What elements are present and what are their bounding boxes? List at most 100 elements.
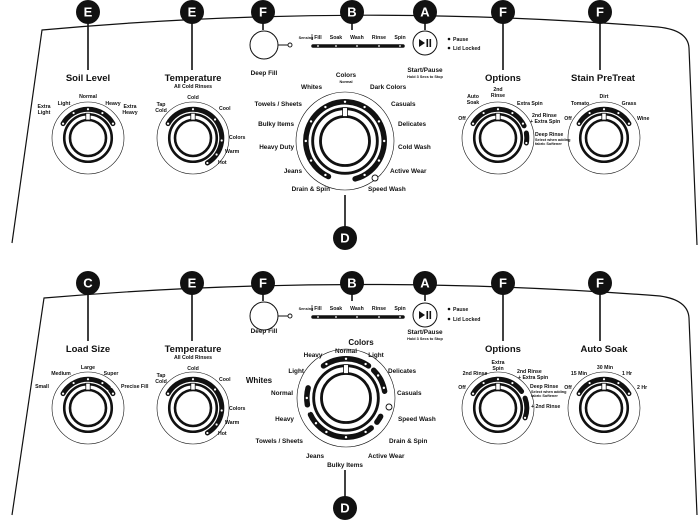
knob-center[interactable] bbox=[478, 118, 518, 158]
status-soak: Soak bbox=[330, 35, 343, 41]
cycle-labels-top: Colors Normal Whites Dark Colors Towels … bbox=[255, 72, 431, 193]
knob-outer-ring bbox=[296, 348, 396, 448]
option-2nd-rinse: 2nd Rinse bbox=[463, 371, 488, 377]
setting-dot-icon bbox=[496, 378, 500, 381]
callout-letter: E bbox=[188, 276, 197, 291]
temperature-section-top: Temperature All Cold Rinses Tap Cold Col… bbox=[155, 73, 245, 166]
label-extra-light: Extra bbox=[38, 104, 51, 110]
start-pause-label: Start/Pause bbox=[407, 329, 443, 336]
callout-f: F bbox=[588, 0, 612, 70]
knob-center[interactable] bbox=[68, 388, 108, 428]
label-extra-heavy-2: Heavy bbox=[122, 110, 137, 116]
setting-dot-icon bbox=[343, 100, 347, 104]
lid-locked-indicator-icon bbox=[447, 46, 451, 50]
label-extra-heavy: Extra bbox=[124, 104, 137, 110]
setting-dot-icon bbox=[101, 381, 104, 385]
setting-dot-icon bbox=[521, 122, 525, 125]
knob-outer-ring bbox=[461, 371, 535, 445]
cycle-whites-light: Light bbox=[288, 368, 304, 375]
cycle-colors-light: Light bbox=[368, 352, 384, 359]
knob-center[interactable] bbox=[173, 388, 213, 428]
play-icon bbox=[419, 39, 425, 47]
temperature-knob-bottom[interactable] bbox=[156, 371, 230, 445]
setting-dot-icon bbox=[307, 410, 311, 413]
callout-letter: D bbox=[340, 501, 349, 516]
setting-dot-icon bbox=[511, 111, 514, 115]
setting-dot-icon bbox=[577, 392, 581, 395]
load-size-knob[interactable] bbox=[51, 371, 125, 445]
start-pause-label: Start/Pause bbox=[407, 67, 443, 74]
option-2nd-rinse-extra-spin-2: + Extra Spin bbox=[530, 119, 560, 125]
cycle-heavy-duty: Heavy Duty bbox=[259, 144, 294, 151]
auto-soak-section: Auto Soak Off 15 Min 30 Min 1 Hr 2 Hr bbox=[564, 344, 647, 391]
label-hot: Hot bbox=[218, 431, 227, 437]
callout-badge bbox=[491, 0, 515, 24]
deep-fill-button[interactable] bbox=[249, 301, 279, 331]
callout-badge bbox=[180, 0, 204, 24]
options-knob-bottom[interactable] bbox=[461, 371, 535, 445]
play-pause-icon bbox=[419, 311, 432, 319]
status-dot-icon bbox=[335, 316, 337, 318]
cycle-drain-spin: Drain & Spin bbox=[292, 186, 330, 193]
status-sensing: Sensing bbox=[299, 307, 314, 311]
cycle-towels-sheets: Towels / Sheets bbox=[256, 438, 304, 445]
setting-dot-icon bbox=[166, 392, 170, 395]
setting-dot-icon bbox=[111, 122, 115, 125]
setting-dot-icon bbox=[220, 409, 223, 412]
temperature-knob-top[interactable] bbox=[156, 101, 230, 175]
label-tap-cold-2: Cold bbox=[155, 108, 167, 114]
setting-dot-icon bbox=[602, 378, 606, 381]
status-soak: Soak bbox=[330, 306, 343, 312]
knob-center[interactable] bbox=[478, 388, 518, 428]
knob-center[interactable] bbox=[320, 372, 372, 424]
label-hot: Hot bbox=[218, 160, 227, 166]
main-cycle-dial-bottom[interactable] bbox=[296, 348, 396, 448]
cycle-bulky-items: Bulky Items bbox=[258, 121, 294, 128]
label-tap-cold: Tap bbox=[157, 373, 166, 379]
auto-soak-knob[interactable] bbox=[567, 371, 641, 445]
callout-letter: E bbox=[188, 5, 197, 20]
knob-pointer-icon bbox=[601, 112, 607, 121]
status-section-top: Sensing Fill Soak Wash Rinse Spin bbox=[299, 35, 406, 41]
pause-indicator: Pause bbox=[453, 307, 468, 313]
controls-top bbox=[249, 30, 438, 60]
setting-dot-icon bbox=[602, 108, 606, 111]
setting-dot-icon bbox=[577, 122, 581, 125]
setting-dot-icon bbox=[325, 430, 328, 434]
setting-dot-icon bbox=[191, 108, 195, 111]
setting-dot-icon bbox=[325, 362, 328, 366]
knob-center[interactable] bbox=[173, 118, 213, 158]
knob-center[interactable] bbox=[68, 118, 108, 158]
status-dot-icon bbox=[356, 316, 358, 318]
options-knob-top[interactable] bbox=[461, 101, 535, 175]
knob-center[interactable] bbox=[584, 118, 624, 158]
temperature-title: Temperature bbox=[165, 73, 222, 84]
option-deep-rinse-note: Select when adding bbox=[535, 138, 571, 142]
knob-center[interactable] bbox=[584, 388, 624, 428]
option-extra-spin: Extra bbox=[492, 360, 505, 366]
callout-e: E bbox=[76, 0, 100, 70]
stain-wine: Wine bbox=[637, 116, 649, 122]
setting-dot-icon bbox=[213, 388, 217, 391]
callout-letter: F bbox=[259, 5, 267, 20]
soak-2-hr: 2 Hr bbox=[637, 385, 647, 391]
callout-badge bbox=[251, 271, 275, 295]
main-cycle-dial-top[interactable] bbox=[295, 91, 395, 191]
knob-pointer-icon bbox=[495, 382, 501, 391]
status-spin: Spin bbox=[394, 306, 405, 312]
callout-badge bbox=[588, 271, 612, 295]
callout-badge bbox=[180, 271, 204, 295]
lid-locked-indicator-icon bbox=[447, 317, 451, 321]
stain-pretreat-knob[interactable] bbox=[567, 101, 641, 175]
status-dot-icon bbox=[399, 316, 401, 318]
callout-a: A bbox=[413, 0, 437, 30]
callout-letter: D bbox=[340, 231, 349, 246]
deep-fill-button[interactable] bbox=[249, 30, 279, 60]
setting-dot-icon bbox=[309, 159, 313, 162]
soil-level-knob[interactable] bbox=[51, 101, 125, 175]
knob-center[interactable] bbox=[319, 115, 371, 167]
status-dot-icon bbox=[378, 45, 380, 47]
setting-dot-icon bbox=[588, 111, 591, 115]
pause-indicator-icon bbox=[447, 307, 451, 311]
status-fill: Fill bbox=[314, 306, 322, 312]
